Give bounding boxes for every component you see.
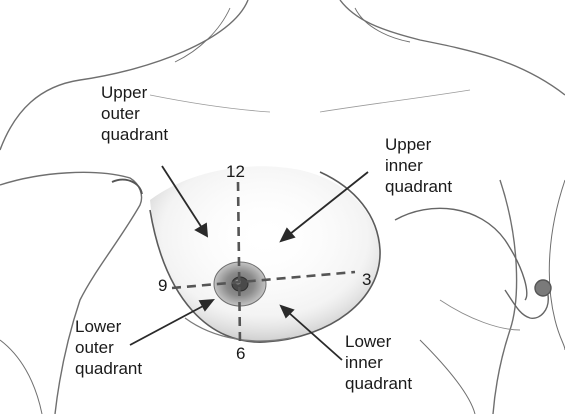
label-upper-outer: Upper outer quadrant [101, 82, 168, 145]
label-lower-inner: Lower inner quadrant [345, 331, 412, 394]
clock-12: 12 [226, 162, 245, 182]
right-breast-shape [395, 208, 551, 318]
label-lower-outer: Lower outer quadrant [75, 316, 142, 379]
clock-6: 6 [236, 344, 245, 364]
label-upper-inner: Upper inner quadrant [385, 134, 452, 197]
clock-3: 3 [362, 270, 371, 290]
clock-9: 9 [158, 276, 167, 296]
